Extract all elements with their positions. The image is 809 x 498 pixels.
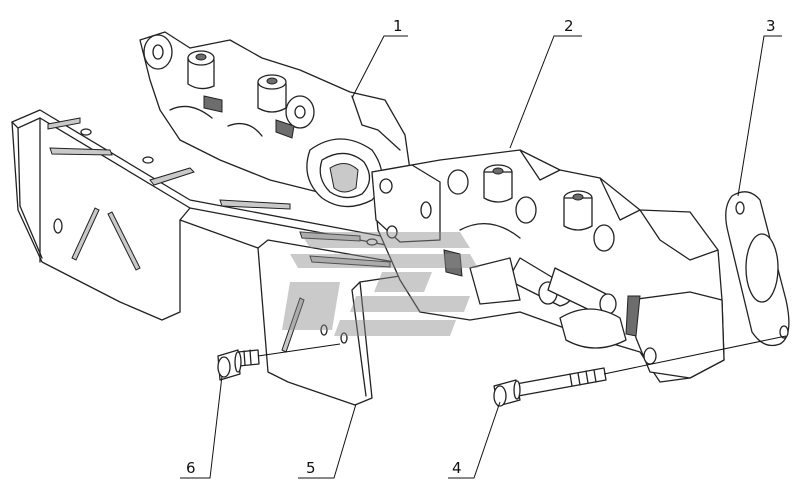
- part-4-long-bolt: [493, 367, 607, 407]
- leader-6: [180, 375, 223, 479]
- callout-6: 6: [186, 459, 196, 477]
- leader-1: [351, 35, 408, 99]
- callout-leaders: [180, 35, 782, 479]
- leader-5: [298, 403, 357, 479]
- part-1-manifold-rear: [139, 31, 411, 208]
- leader-2: [509, 35, 582, 149]
- callout-2: 2: [564, 17, 574, 35]
- alignment-lines: [257, 335, 787, 375]
- watermark-logo: [282, 232, 478, 336]
- callout-labels: 1 2 3 4 5 6: [186, 17, 776, 477]
- callout-1: 1: [393, 17, 403, 35]
- part-2-manifold-front: [371, 149, 725, 383]
- leader-3: [737, 35, 782, 197]
- callout-5: 5: [306, 459, 316, 477]
- part-3-gasket: [725, 191, 790, 347]
- callout-4: 4: [452, 459, 462, 477]
- callout-3: 3: [766, 17, 776, 35]
- part-6-short-bolt: [217, 349, 260, 381]
- leader-4: [448, 401, 501, 479]
